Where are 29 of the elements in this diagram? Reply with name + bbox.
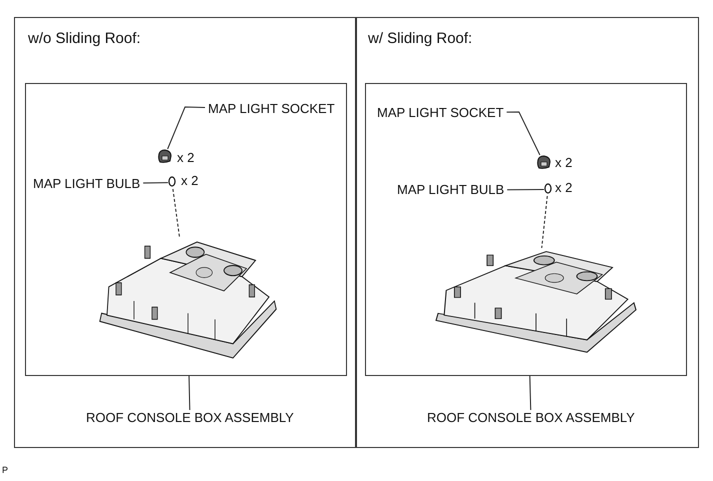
- part-label: MAP LIGHT SOCKET: [205, 101, 338, 117]
- panel-frame: [14, 17, 356, 448]
- leader-line: [506, 189, 544, 190]
- panel-heading: w/ Sliding Roof:: [367, 30, 474, 48]
- map-light-bulb-drawing: [168, 176, 176, 189]
- map-light-bulb-drawing: [544, 183, 552, 196]
- quantity-label: x 2: [181, 173, 198, 189]
- map-light-socket-drawing: [536, 155, 551, 170]
- quantity-label: x 2: [177, 150, 194, 166]
- part-label: MAP LIGHT BULB: [30, 176, 144, 192]
- quantity-label: x 2: [555, 180, 572, 196]
- illustration-frame: [25, 83, 347, 376]
- part-label: MAP LIGHT SOCKET: [374, 105, 507, 121]
- illustration-frame: [365, 83, 687, 376]
- part-label: ROOF CONSOLE BOX ASSEMBLY: [424, 410, 638, 426]
- panel-frame: [356, 17, 699, 448]
- panel-heading: w/o Sliding Roof:: [27, 30, 142, 48]
- leader-line: [529, 376, 532, 410]
- leader-line: [142, 182, 168, 184]
- part-label: ROOF CONSOLE BOX ASSEMBLY: [83, 410, 297, 426]
- leader-line: [506, 112, 540, 156]
- part-label: MAP LIGHT BULB: [394, 182, 508, 198]
- quantity-label: x 2: [555, 155, 572, 171]
- map-light-socket-drawing: [157, 149, 172, 164]
- assembly-line: [172, 188, 180, 238]
- leader-line: [188, 376, 190, 410]
- figure-code: P: [2, 465, 8, 476]
- roof-console-drawing: [434, 248, 638, 354]
- leader-line: [167, 106, 206, 150]
